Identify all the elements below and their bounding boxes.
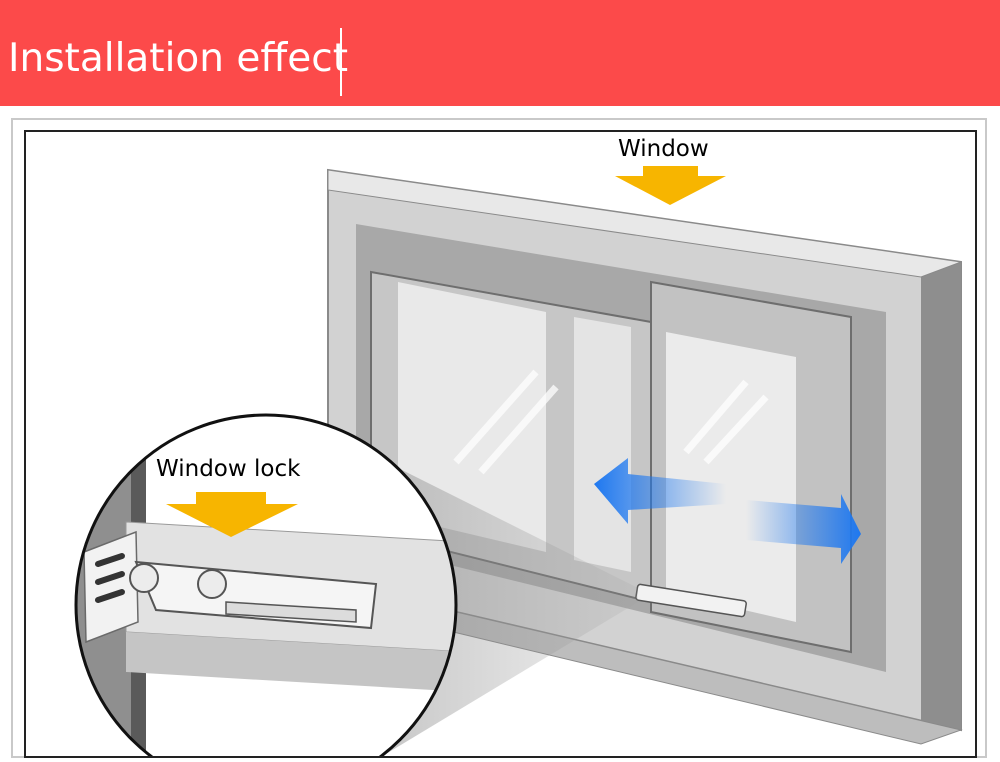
double-headed-arrow-icon xyxy=(594,458,861,564)
window-label: Window xyxy=(618,136,709,162)
image-inner-frame: Window Window lock xyxy=(24,130,977,758)
header-banner: Installation effect xyxy=(0,0,1000,106)
window-down-arrow-icon xyxy=(615,166,726,205)
window-illustration xyxy=(74,166,963,756)
window-lock-label: Window lock xyxy=(156,456,301,482)
title-divider xyxy=(340,28,342,96)
page-title: Installation effect xyxy=(8,36,348,81)
window-lock-down-arrow-icon xyxy=(166,492,298,537)
